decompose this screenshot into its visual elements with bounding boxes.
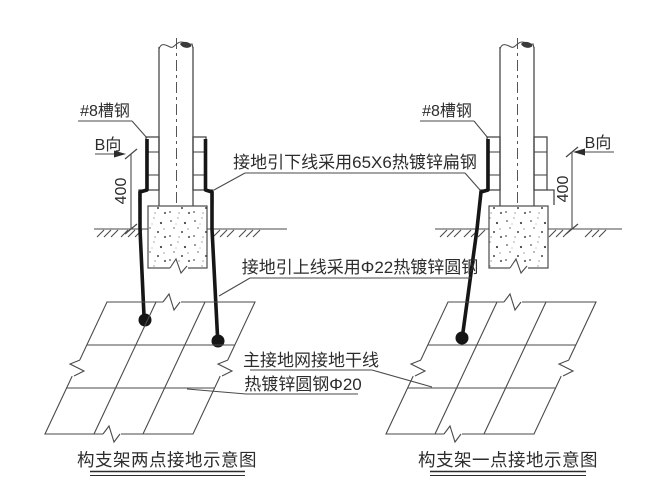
label-400-left: 400 <box>113 178 130 205</box>
down-lead-leader-right <box>464 172 481 191</box>
right-foundation-break <box>509 257 528 275</box>
caption-left: 构支架两点接地示意图 <box>77 450 257 470</box>
caption-right: 构支架一点接地示意图 <box>418 450 598 470</box>
label-main-grid-1: 主接地网接地干线 <box>243 351 379 370</box>
right-down-conductor <box>461 139 490 333</box>
label-up-lead: 接地引上线采用Φ22热镀锌圆钢 <box>242 258 478 277</box>
left-ground-grid <box>44 292 256 444</box>
right-pole-break-curl <box>521 41 533 48</box>
main-grid-leader-right <box>371 369 433 388</box>
left-ground-connection-dot <box>138 313 152 327</box>
right-bracket-plate <box>533 136 548 191</box>
label-down-lead: 接地引下线采用65X6热镀锌扁钢 <box>233 153 477 172</box>
label-channel-steel-left: #8槽钢 <box>80 102 130 120</box>
left-pole-break-curl <box>180 41 192 48</box>
label-main-grid-2: 热镀锌圆钢Φ20 <box>244 375 361 394</box>
right-foundation-texture <box>489 206 548 268</box>
down-lead-leader-left <box>213 172 246 191</box>
label-channel-steel-right: #8槽钢 <box>422 102 472 120</box>
left-structure <box>44 38 287 444</box>
annotation-leaders <box>186 172 481 395</box>
left-channel-leader <box>131 120 148 139</box>
left-dimension <box>95 148 138 235</box>
left-down-conductor-right <box>203 139 220 337</box>
right-channel-leader <box>473 120 489 139</box>
left-down-conductor-left <box>138 139 149 317</box>
main-grid-leader-left <box>186 388 247 395</box>
label-view-b-left: B向 <box>95 136 122 154</box>
left-ground-connection-dot <box>211 334 225 348</box>
left-foundation-texture <box>148 206 207 268</box>
label-400-right: 400 <box>555 176 572 203</box>
label-view-b-right: B向 <box>585 134 612 152</box>
ground-hatches <box>439 229 607 238</box>
right-ground-connection-dot <box>455 331 469 345</box>
right-structure <box>385 38 622 444</box>
right-dimension <box>565 146 614 235</box>
up-lead-leader-left <box>218 277 251 297</box>
left-foundation-break <box>169 257 188 275</box>
right-bracket-step <box>547 189 555 205</box>
right-ground-grid <box>385 292 597 444</box>
